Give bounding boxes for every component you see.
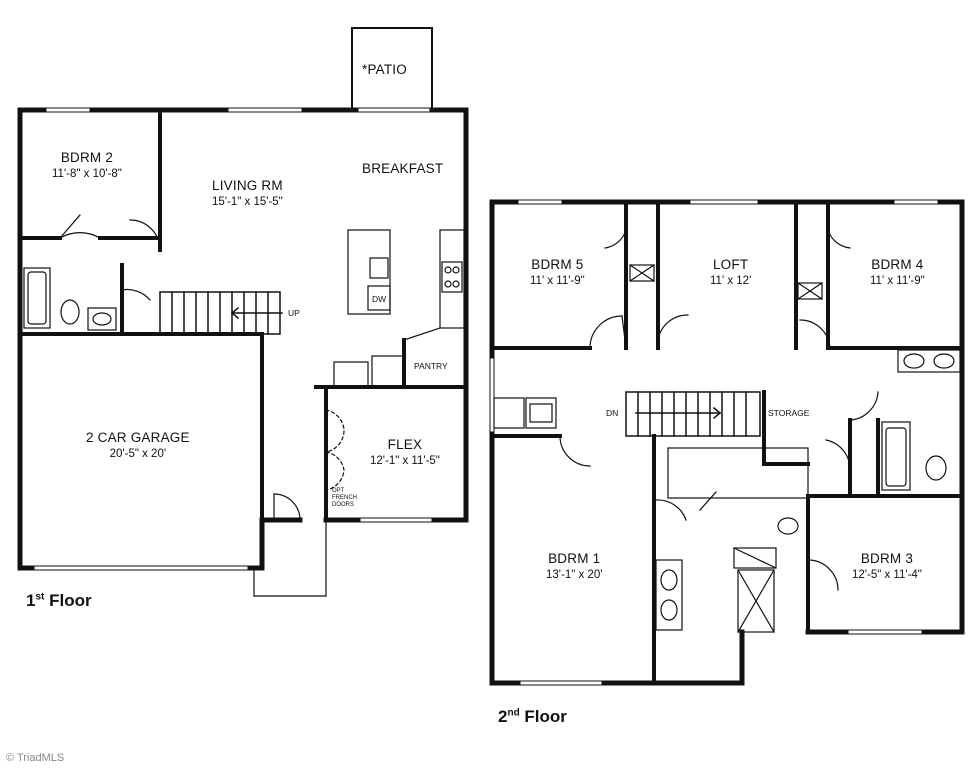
living-room-label: LIVING RM 15'-1" x 15'-5" xyxy=(212,178,283,208)
second-floor-windows xyxy=(490,200,938,685)
second-floor-title-num: 2 xyxy=(498,707,508,726)
french-doors-label: OPT FRENCH DOORS xyxy=(332,488,357,508)
second-floor-doors xyxy=(559,229,879,591)
bdrm3-label: BDRM 3 12'-5" x 11'-4" xyxy=(852,551,922,581)
flex-dims: 12'-1" x 11'-5" xyxy=(370,455,440,467)
flex-name: FLEX xyxy=(387,437,423,452)
first-floor-title: 1st Floor xyxy=(26,591,92,611)
garage-dims: 20'-5" x 20' xyxy=(109,448,167,460)
first-floor-windows xyxy=(34,108,432,570)
loft-name: LOFT xyxy=(712,257,749,272)
bdrm4-dims: 11' x 11'-9" xyxy=(870,275,925,287)
bdrm2-label: BDRM 2 11'-8" x 10'-8" xyxy=(52,150,122,180)
bdrm2-name: BDRM 2 xyxy=(60,150,114,165)
first-floor-title-sup: st xyxy=(35,591,45,603)
bdrm1-name: BDRM 1 xyxy=(548,551,601,566)
pantry-label: PANTRY xyxy=(414,361,448,371)
stairs-down-label: DN xyxy=(606,408,619,418)
second-floor-closets xyxy=(629,264,823,633)
storage-label: STORAGE xyxy=(768,408,810,418)
bdrm1-dims: 13'-1" x 20' xyxy=(546,569,603,581)
garage-name: 2 CAR GARAGE xyxy=(86,430,190,445)
first-floor-doors xyxy=(59,214,441,521)
second-floor-title-sup: nd xyxy=(507,707,520,719)
first-floor-title-word: Floor xyxy=(49,591,92,610)
living-room-name: LIVING RM xyxy=(212,178,283,193)
patio-label: *PATIO xyxy=(362,62,407,77)
first-floor-stairs xyxy=(159,291,283,335)
second-floor-plan xyxy=(489,199,965,686)
loft-label: LOFT 11' x 12' xyxy=(710,257,751,287)
garage-label: 2 CAR GARAGE 20'-5" x 20' xyxy=(86,430,190,460)
watermark-text: © TriadMLS xyxy=(6,752,65,764)
stairs-up-label: UP xyxy=(288,308,300,318)
flex-label: FLEX 12'-1" x 11'-5" xyxy=(370,437,440,467)
bdrm5-label: BDRM 5 11' x 11'-9" xyxy=(530,257,585,287)
first-floor-title-num: 1 xyxy=(26,591,36,610)
laundry-fixtures xyxy=(493,397,557,429)
second-floor-title-word: Floor xyxy=(524,707,567,726)
bdrm2-dims: 11'-8" x 10'-8" xyxy=(52,168,122,180)
second-floor-interior-walls xyxy=(490,200,964,685)
breakfast-label: BREAKFAST xyxy=(362,161,444,176)
second-floor-stairs xyxy=(625,391,761,437)
garage-stoop xyxy=(253,519,327,597)
french-doors-swing xyxy=(325,409,345,491)
bdrm4-name: BDRM 4 xyxy=(871,257,924,272)
first-floor-plan xyxy=(17,27,469,597)
second-floor-title: 2nd Floor xyxy=(498,707,567,727)
bdrm4-label: BDRM 4 11' x 11'-9" xyxy=(870,257,925,287)
loft-dims: 11' x 12' xyxy=(710,275,752,287)
first-floor-bath-fixtures xyxy=(23,267,117,331)
bdrm3-name: BDRM 3 xyxy=(860,551,914,566)
bdrm5-name: BDRM 5 xyxy=(531,257,584,272)
bdrm1-label: BDRM 1 13'-1" x 20' xyxy=(546,551,602,581)
dishwasher-label: DW xyxy=(372,294,387,304)
second-floor-bath-fixtures xyxy=(655,349,961,631)
living-room-dims: 15'-1" x 15'-5" xyxy=(212,196,283,208)
bdrm3-dims: 12'-5" x 11'-4" xyxy=(852,569,922,581)
kitchen-fixtures xyxy=(333,229,465,388)
bdrm5-dims: 11' x 11'-9" xyxy=(530,275,585,287)
